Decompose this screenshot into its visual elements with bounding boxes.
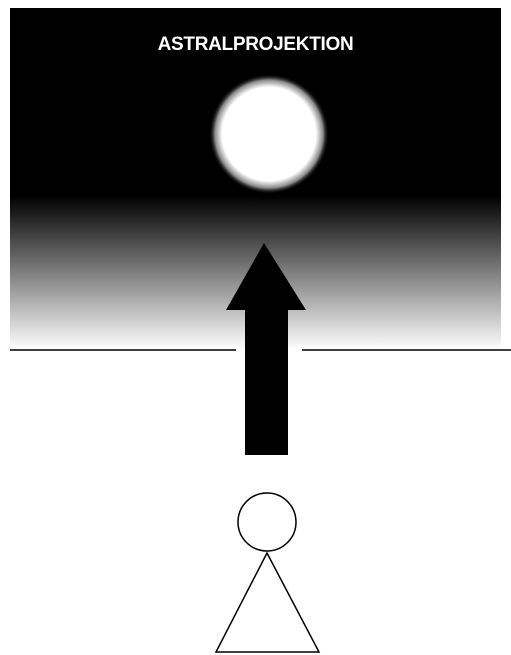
glowing-orb xyxy=(209,74,329,194)
figure-head xyxy=(238,493,296,551)
figure-body xyxy=(216,553,319,652)
diagram-title: ASTRALPROJEKTION xyxy=(10,34,501,56)
